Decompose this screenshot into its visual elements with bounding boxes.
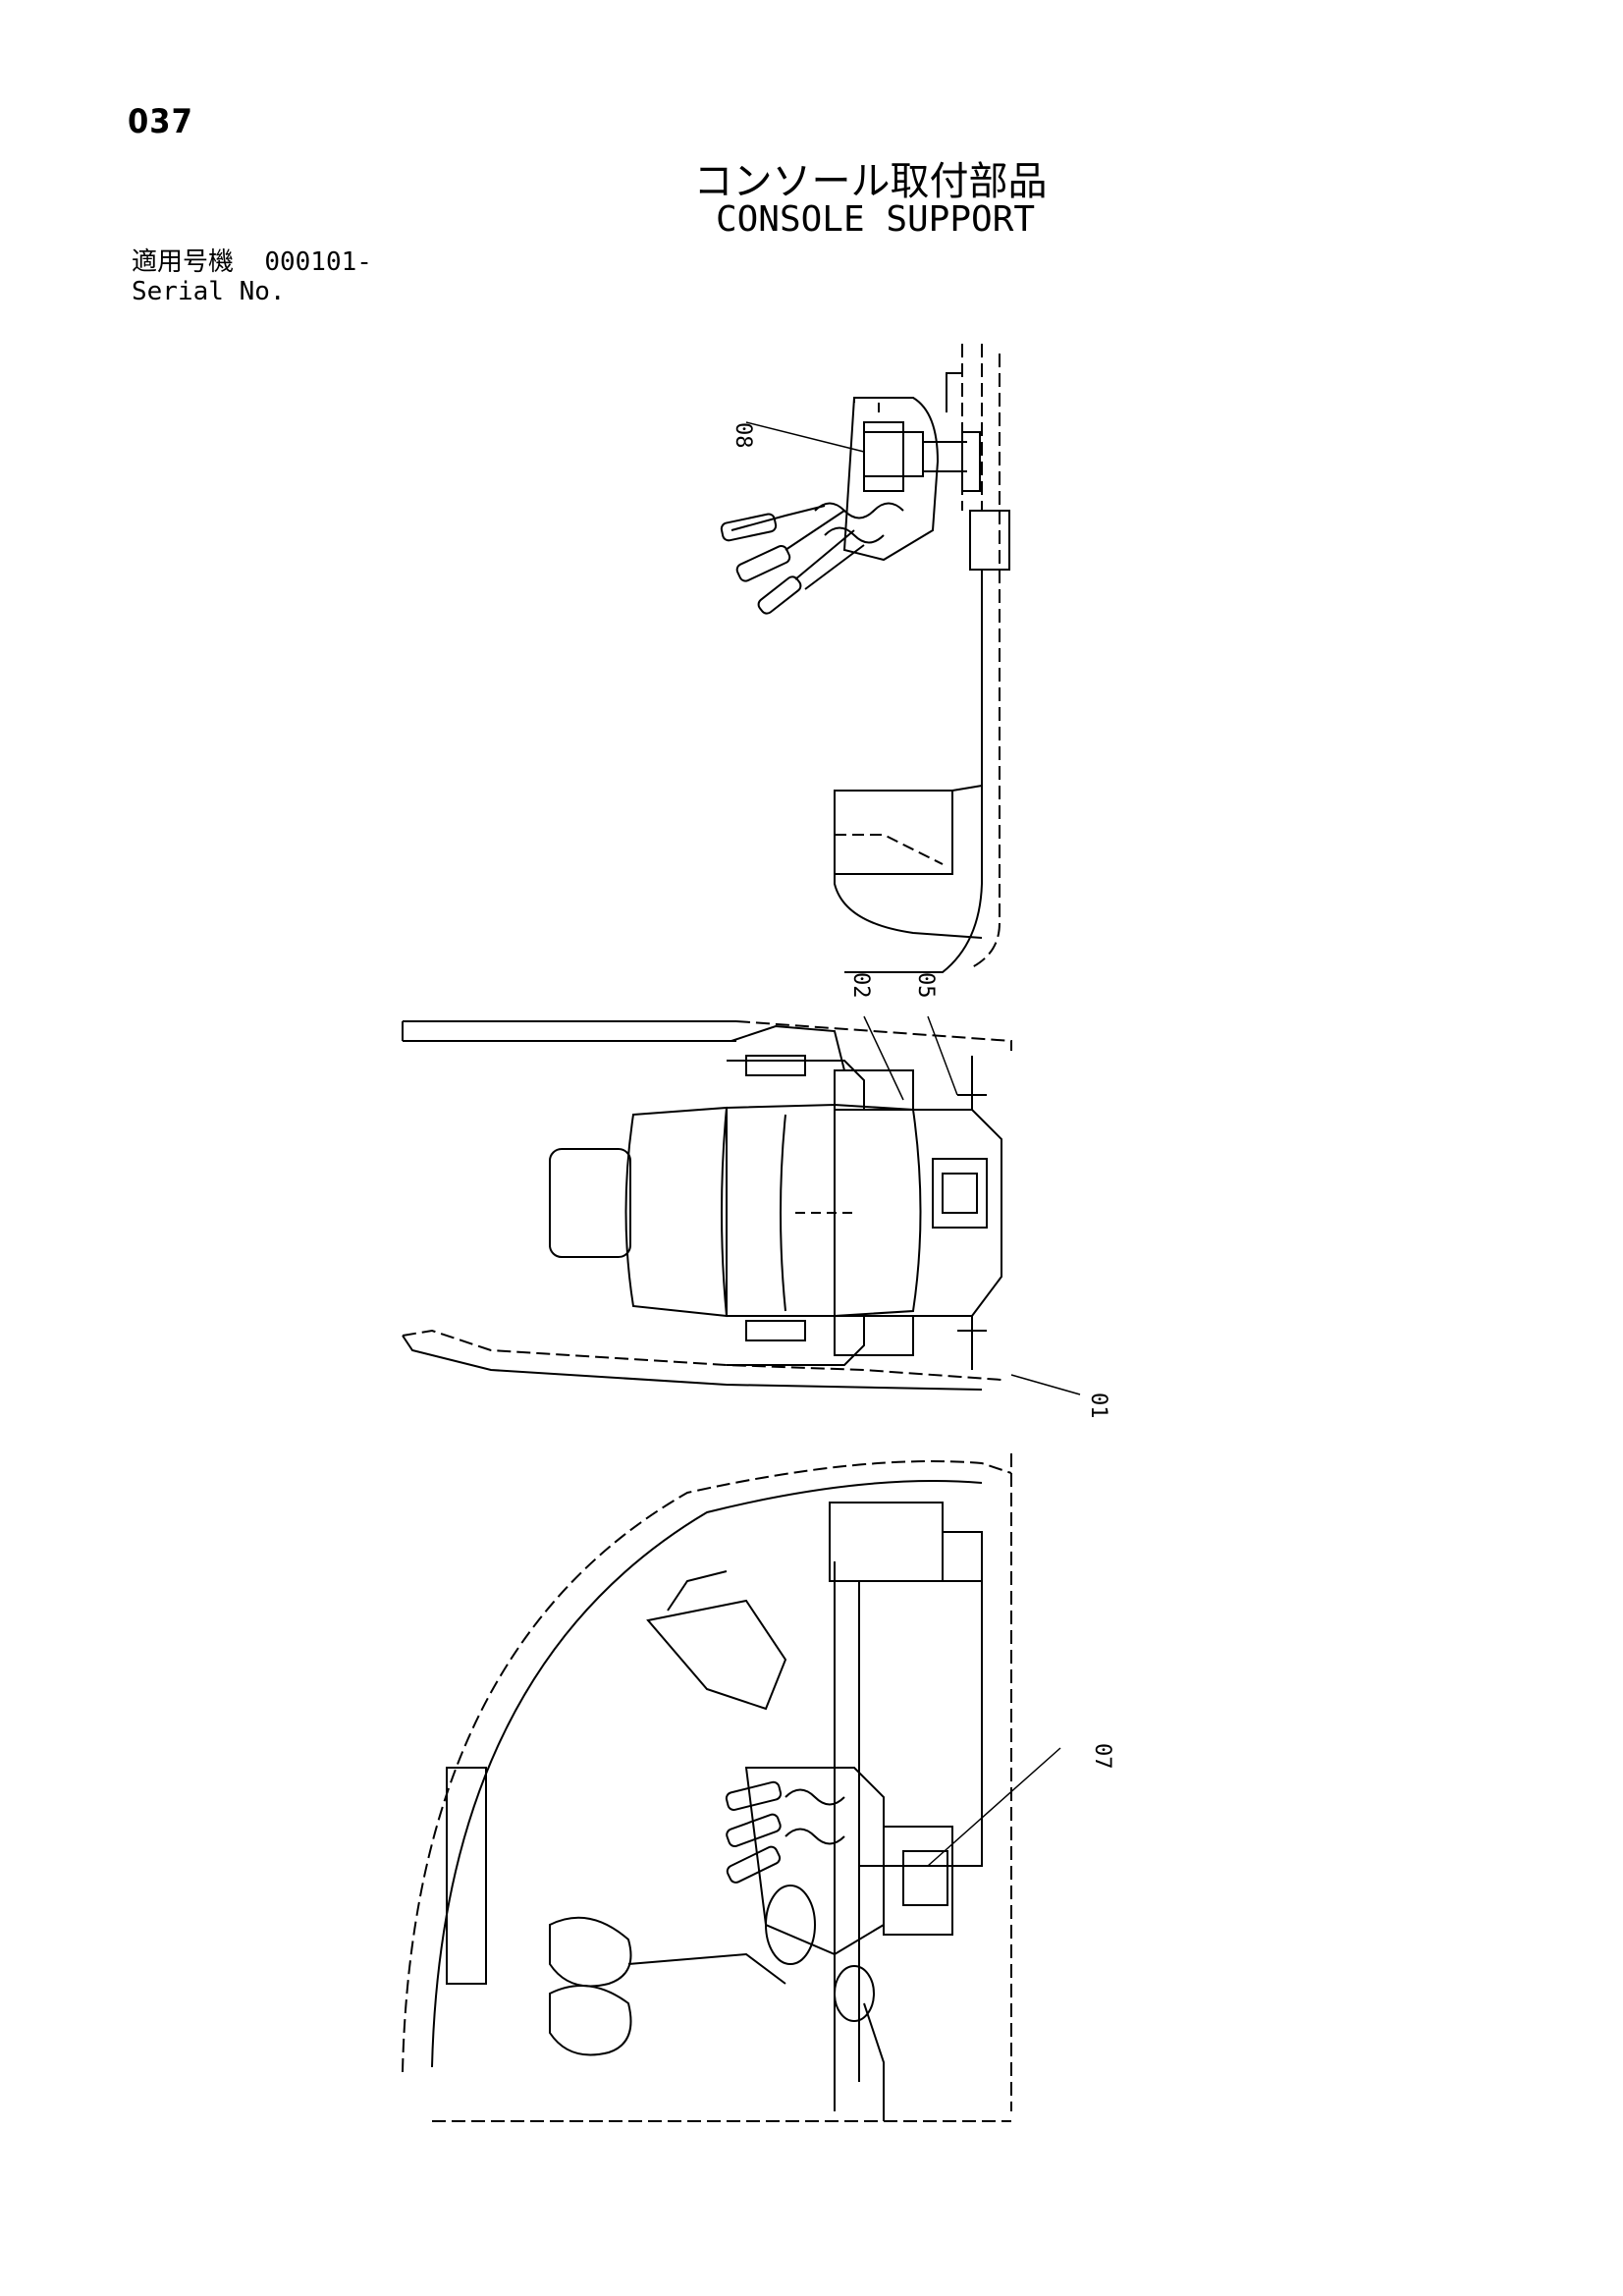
plan-view-drawing [402,1015,1081,1395]
side-view-drawing [402,1453,1061,2122]
page-title-japanese: コンソール取付部品 [693,159,1048,204]
serial-info: 適用号機 000101- Serial No. [132,247,372,306]
page-title-english: CONSOLE SUPPORT [715,199,1036,240]
page-number: 037 [128,102,193,141]
callout-08: 08 [730,422,755,449]
callout-05: 05 [913,972,938,999]
callout-02: 02 [848,972,873,999]
top-view-drawing [720,344,1010,973]
serial-range: 000101- [264,247,372,277]
callout-07: 07 [1090,1743,1114,1770]
serial-label-jp: 適用号機 [132,247,235,277]
serial-label-en: Serial No. [132,277,286,306]
serial-row-jp: 適用号機 000101- [132,247,372,277]
callout-01: 01 [1086,1393,1110,1419]
